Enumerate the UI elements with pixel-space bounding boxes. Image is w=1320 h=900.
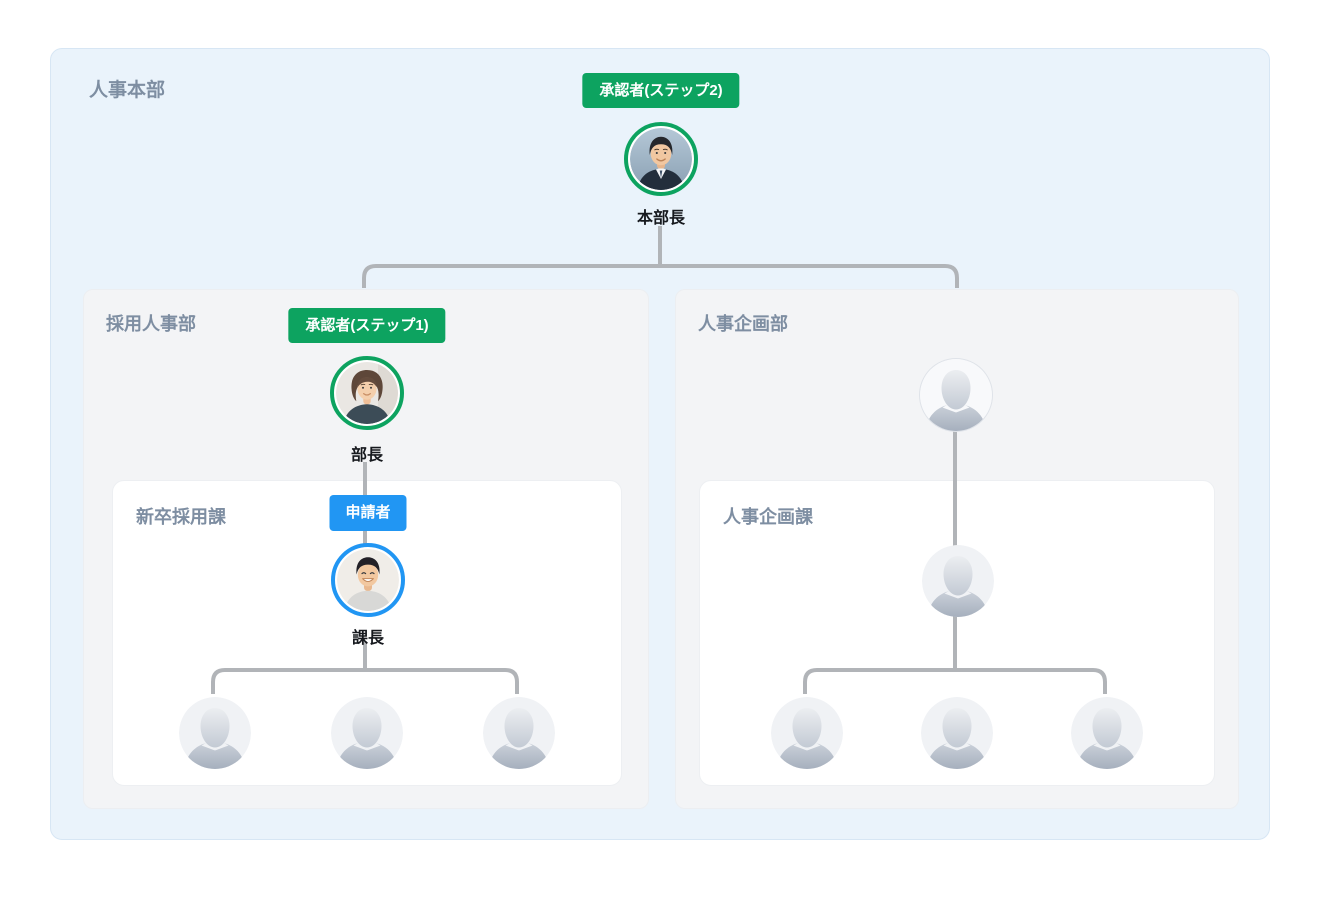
division-head-label: 本部長 <box>636 210 686 227</box>
section-head-avatar <box>331 543 405 617</box>
person-placeholder-icon <box>920 359 992 431</box>
person-placeholder-icon <box>922 545 994 617</box>
recruitment-dept-panel: 採用人事部 承認者(ステップ1) <box>83 289 649 809</box>
person-placeholder-icon <box>179 697 251 769</box>
recruitment-dept-title: 採用人事部 <box>106 314 196 334</box>
person-placeholder-icon <box>331 697 403 769</box>
male-smiling-portrait-icon <box>337 549 399 611</box>
planning-section-card: 人事企画課 <box>699 480 1215 786</box>
division-panel: 人事本部 承認者(ステップ2) <box>50 48 1270 840</box>
planning-members-row <box>700 697 1214 769</box>
person-placeholder-icon <box>921 697 993 769</box>
member-avatar <box>921 697 993 769</box>
planning-section-title: 人事企画課 <box>723 507 813 527</box>
division-head-avatar <box>624 122 698 196</box>
recruitment-head-avatar <box>330 356 404 430</box>
recruitment-section-title: 新卒採用課 <box>136 507 226 527</box>
division-title: 人事本部 <box>89 80 166 101</box>
recruitment-members-row <box>113 697 621 769</box>
member-avatar <box>771 697 843 769</box>
member-avatar <box>483 697 555 769</box>
planning-dept-panel: 人事企画部 人事企画課 <box>675 289 1239 809</box>
planning-head-avatar <box>920 359 992 431</box>
member-avatar <box>179 697 251 769</box>
approver-step2-badge: 承認者(ステップ2) <box>582 73 740 108</box>
person-placeholder-icon <box>771 697 843 769</box>
applicant-badge: 申請者 <box>329 495 407 531</box>
planning-section-head-avatar <box>922 545 994 617</box>
member-avatar <box>331 697 403 769</box>
member-avatar <box>1071 697 1143 769</box>
male-portrait-icon <box>630 128 692 190</box>
recruitment-section-card: 新卒採用課 申請者 <box>112 480 622 786</box>
approver-step1-badge: 承認者(ステップ1) <box>288 308 446 343</box>
section-head-label: 課長 <box>351 630 385 647</box>
female-portrait-icon <box>336 362 398 424</box>
person-placeholder-icon <box>1071 697 1143 769</box>
person-placeholder-icon <box>483 697 555 769</box>
planning-dept-title: 人事企画部 <box>698 314 788 334</box>
recruitment-head-label: 部長 <box>350 447 384 464</box>
